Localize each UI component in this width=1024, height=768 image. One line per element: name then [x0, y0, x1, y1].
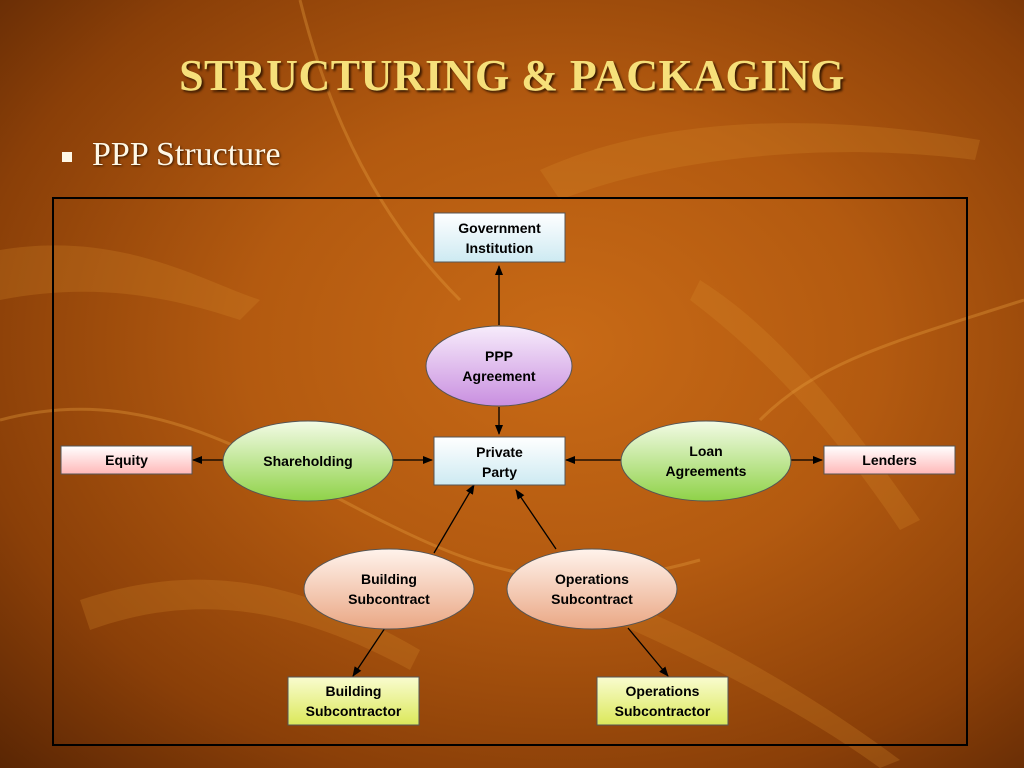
node-label-line: Government: [458, 220, 541, 236]
node-label-line: Building: [361, 571, 417, 587]
edge-operations-subcontract-to-subcontractor: [627, 627, 669, 677]
node-label-line: Subcontract: [551, 591, 633, 607]
node-label-line: PPP: [485, 348, 513, 364]
node-building-subcontract: Building Subcontract: [303, 548, 475, 630]
node-label-line: Subcontractor: [615, 703, 711, 719]
node-label-line: Party: [482, 464, 517, 480]
diagram-frame: [52, 197, 968, 746]
node-ppp-agreement: PPP Agreement: [425, 325, 573, 407]
node-private-party: Private Party: [433, 436, 566, 486]
node-label-line: Subcontract: [348, 591, 430, 607]
bullet-item: PPP Structure: [62, 136, 281, 174]
bullet-text: PPP Structure: [92, 136, 281, 173]
node-label-line: Subcontractor: [306, 703, 402, 719]
node-lenders: Lenders: [823, 445, 956, 475]
node-label-line: Operations: [555, 571, 629, 587]
node-label-line: Equity: [105, 452, 148, 468]
node-label-line: Agreement: [462, 368, 535, 384]
node-operations-subcontract: Operations Subcontract: [506, 548, 678, 630]
node-shareholding: Shareholding: [222, 420, 394, 502]
node-label-line: Agreements: [666, 463, 747, 479]
slide-title: STRUCTURING & PACKAGING: [179, 51, 845, 100]
node-label-line: Building: [326, 683, 382, 699]
node-government-institution: Government Institution: [433, 212, 566, 263]
node-label-line: Loan: [689, 443, 722, 459]
node-label-line: Operations: [626, 683, 700, 699]
edge-building-subcontract-to-subcontractor: [352, 627, 386, 677]
node-label-line: Lenders: [862, 452, 917, 468]
edge-building-subcontract-to-private-party: [433, 484, 475, 554]
node-label-line: Institution: [466, 240, 534, 256]
node-equity: Equity: [60, 445, 193, 475]
node-label-line: Private: [476, 444, 523, 460]
node-loan-agreements: Loan Agreements: [620, 420, 792, 502]
square-bullet-icon: [62, 152, 72, 162]
node-label-line: Shareholding: [263, 453, 352, 469]
node-building-subcontractor: Building Subcontractor: [287, 676, 420, 726]
node-operations-subcontractor: Operations Subcontractor: [596, 676, 729, 726]
edge-operations-subcontract-to-private-party: [515, 489, 557, 550]
